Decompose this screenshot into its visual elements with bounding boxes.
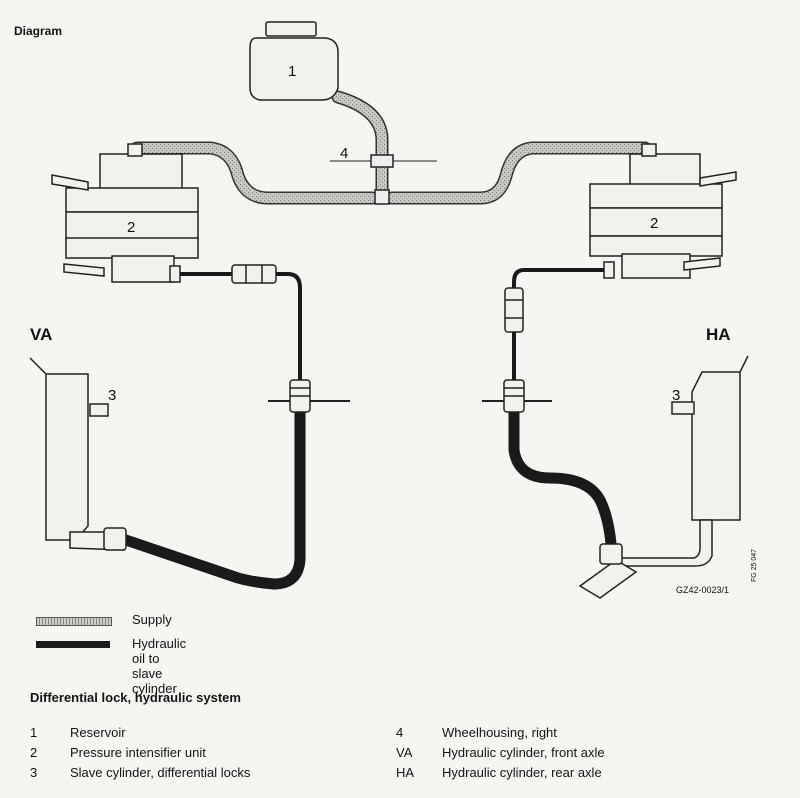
label-intensifier-left: 2 bbox=[127, 219, 135, 236]
label-intensifier-right: 2 bbox=[650, 215, 658, 232]
drawing-code: GZ42-0023/1 bbox=[676, 585, 729, 595]
label-front-axle: VA bbox=[30, 325, 52, 344]
tee-fitting bbox=[374, 189, 390, 205]
label-reservoir: 1 bbox=[288, 63, 296, 80]
hydraulic-diagram: 1 2 2 4 VA HA 3 3 GZ42-0023/1 FG 25 047 bbox=[29, 21, 758, 599]
hydraulic-lines bbox=[114, 268, 618, 590]
item-description: Reservoir bbox=[70, 725, 126, 740]
supply-swatch bbox=[36, 617, 112, 626]
reservoir bbox=[249, 21, 339, 101]
wheelhousing-fitting bbox=[370, 154, 394, 168]
supply-line-left bbox=[130, 141, 379, 205]
label-slave-right: 3 bbox=[672, 387, 680, 404]
item-description: Hydraulic cylinder, rear axle bbox=[442, 765, 602, 780]
rear-axle-cylinder bbox=[578, 355, 749, 599]
item-description: Pressure intensifier unit bbox=[70, 745, 206, 760]
item-description: Hydraulic cylinder, front axle bbox=[442, 745, 605, 760]
label-rear-axle: HA bbox=[706, 325, 731, 344]
oil-line-right-lower bbox=[508, 402, 618, 562]
oil-swatch bbox=[36, 641, 110, 648]
item-description: Slave cylinder, differential locks bbox=[70, 765, 251, 780]
bulkhead-left bbox=[268, 379, 350, 413]
intensifier-unit-right bbox=[589, 143, 737, 279]
vertical-code: FG 25 047 bbox=[751, 549, 758, 582]
legend-supply-label: Supply bbox=[132, 612, 172, 627]
item-description: Wheelhousing, right bbox=[442, 725, 557, 740]
front-axle-cylinder bbox=[29, 357, 127, 551]
item-number: VA bbox=[396, 745, 413, 760]
page-title: Diagram bbox=[14, 24, 63, 38]
item-number: 2 bbox=[30, 745, 38, 760]
intensifier-unit-left bbox=[51, 143, 199, 283]
item-number: 1 bbox=[30, 725, 38, 740]
line-fittings bbox=[169, 261, 615, 333]
bulkhead-right bbox=[482, 379, 552, 413]
legend-oil-label: Hydraulic oil to slave cylinder bbox=[132, 636, 187, 696]
item-number: 3 bbox=[30, 765, 38, 780]
oil-line-left-lower bbox=[114, 402, 306, 590]
item-number: 4 bbox=[396, 725, 404, 740]
caption: Differential lock, hydraulic system bbox=[30, 690, 241, 705]
label-slave-left: 3 bbox=[108, 387, 116, 404]
supply-line-right bbox=[385, 141, 652, 205]
supply-lines bbox=[130, 90, 652, 205]
oil-line-left-upper bbox=[174, 272, 302, 390]
supply-line-reservoir bbox=[331, 90, 389, 203]
label-wheelhousing: 4 bbox=[340, 145, 348, 162]
item-number: HA bbox=[396, 765, 415, 780]
oil-line-right-upper bbox=[512, 268, 614, 390]
